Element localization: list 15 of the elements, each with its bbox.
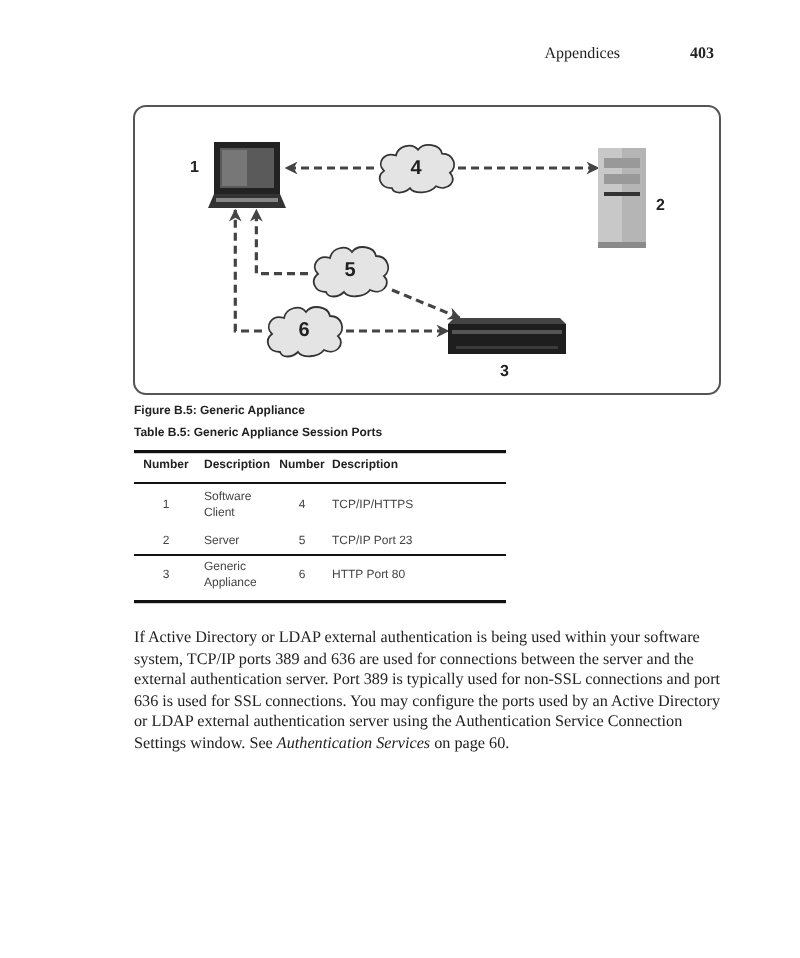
running-header: Appendices <box>542 44 620 62</box>
callout-number: 5 <box>344 260 356 282</box>
page-number: 403 <box>690 44 716 62</box>
callout-number: 6 <box>298 320 310 342</box>
dashed-arrow <box>458 161 600 175</box>
dashed-arrow <box>228 208 262 333</box>
body-paragraph: If Active Directory or LDAP external authentication is being used within your software system, TCP/IP ports 389 and 636 are used for connections between the server and the external authentication server. Port 389 is typically used for non-SSL connections and port 636 is used for SSL connections. You may configure the ports used by an Active Directory or LDAP external authentication server using the Authentication Service Connection Settings window. See Authentication Services on page 60. <box>134 628 722 756</box>
callout-number: 3 <box>500 362 509 380</box>
callout-number: 4 <box>410 157 422 179</box>
dashed-arrow <box>284 161 374 175</box>
callout-number: 1 <box>190 158 199 176</box>
callout-number: 2 <box>656 196 665 214</box>
dashed-arrow <box>346 324 450 338</box>
dashed-arrow <box>391 288 461 320</box>
dashed-arrow <box>249 208 308 276</box>
